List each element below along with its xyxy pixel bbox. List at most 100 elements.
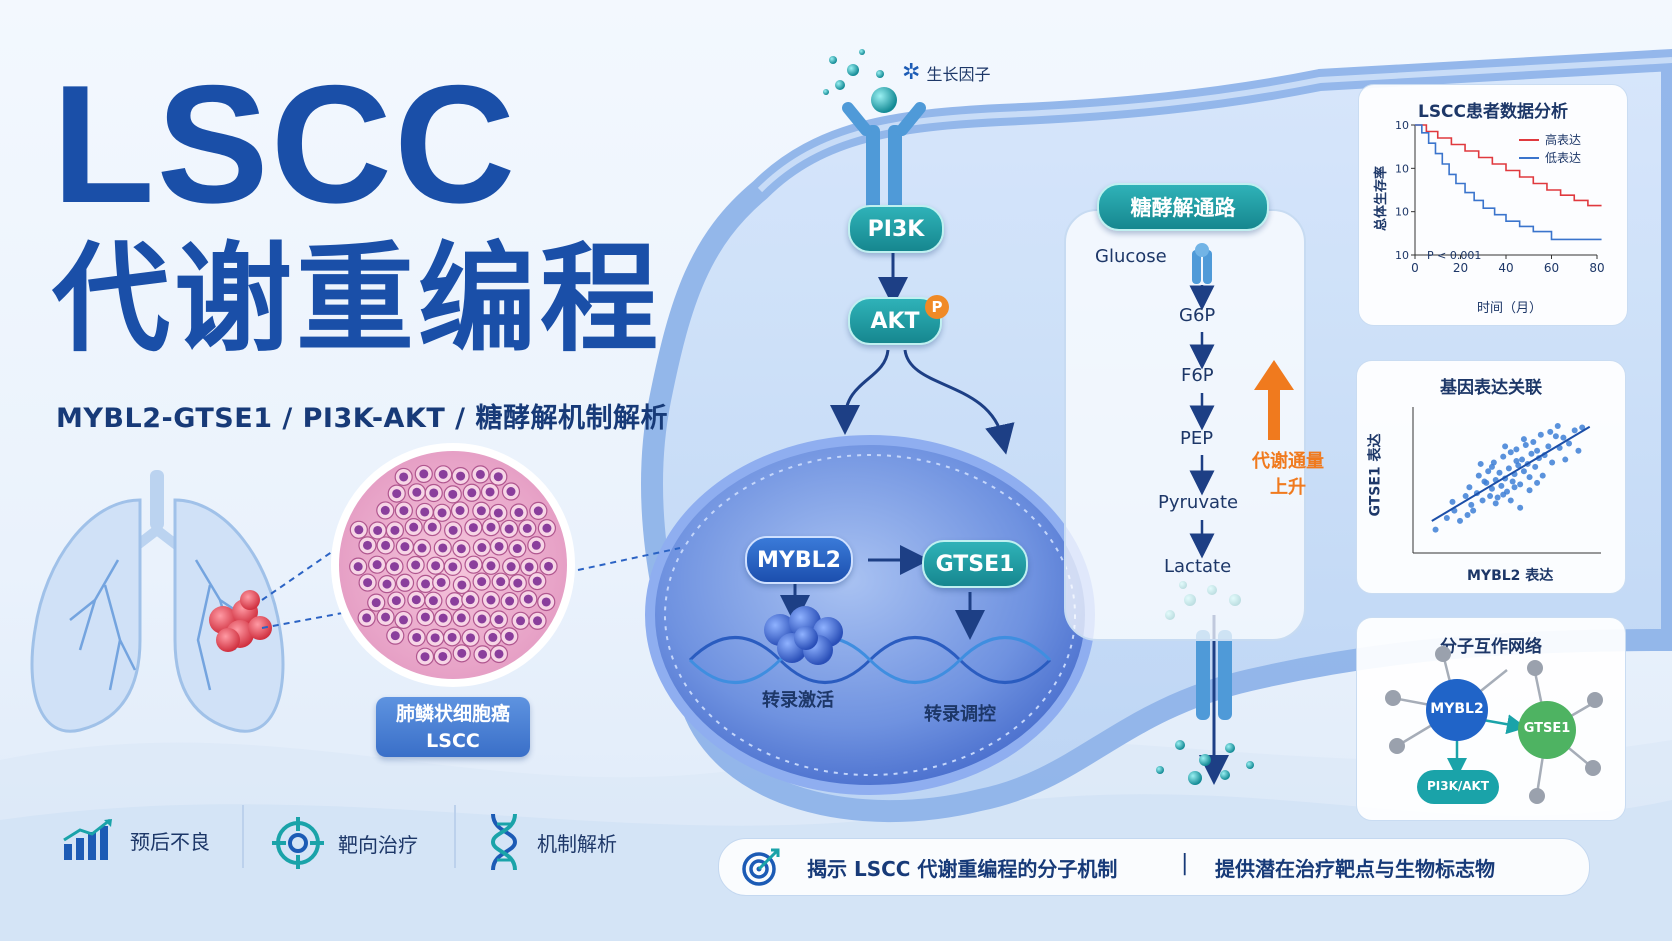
scatter-point: [1547, 428, 1554, 435]
scatter-point: [1468, 501, 1475, 508]
scatter-point: [1449, 498, 1456, 505]
tissue-cell-nucleus: [420, 612, 430, 622]
scatter-point: [1526, 487, 1533, 494]
tissue-cell-nucleus: [371, 598, 381, 608]
tissue-cell-nucleus: [465, 595, 475, 605]
tissue-cell-nucleus: [430, 633, 440, 643]
network-graph: [1385, 646, 1603, 804]
tissue-cell-nucleus: [469, 560, 479, 570]
tissue-cell-nucleus: [438, 543, 448, 553]
tissue-cell-nucleus: [391, 596, 401, 606]
survival-y-tick-label: 10: [1395, 249, 1409, 262]
tissue-cell-nucleus: [477, 577, 487, 587]
tissue-cell-nucleus: [456, 613, 466, 623]
tissue-cell-nucleus: [504, 631, 514, 641]
tissue-cell-nucleus: [438, 651, 448, 661]
tissue-cell-nucleus: [494, 615, 504, 625]
target-icon: [272, 817, 324, 869]
tissue-cell-nucleus: [436, 577, 446, 587]
scatter-point: [1507, 497, 1514, 504]
scatter-point: [1560, 434, 1567, 441]
banner-right-text: 提供潜在治疗靶点与生物标志物: [1215, 857, 1495, 881]
tissue-cell-nucleus: [409, 522, 419, 532]
protein-cluster: [764, 606, 843, 665]
survival-x-tick-label: 20: [1453, 261, 1468, 275]
dna-helix: [688, 636, 1052, 684]
scatter-point: [1488, 485, 1495, 492]
scatter-point: [1530, 439, 1537, 446]
gtse1-node: GTSE1: [922, 540, 1028, 588]
tissue-cell-nucleus: [488, 632, 498, 642]
scatter-point: [1517, 504, 1524, 511]
scatter-point: [1513, 458, 1520, 465]
tissue-cell-nucleus: [455, 505, 465, 515]
scatter-point: [1500, 491, 1507, 498]
tissue-cell-nucleus: [382, 579, 392, 589]
correlation-title: 基因表达关联: [1440, 378, 1542, 398]
network-label-pi3kakt: PI3K/AKT: [1426, 779, 1490, 793]
tissue-cell-nucleus: [437, 508, 447, 518]
survival-x-tick-label: 40: [1498, 261, 1513, 275]
scatter-point: [1537, 431, 1544, 438]
tissue-cell-nucleus: [466, 633, 476, 643]
survival-x-tick-label: 60: [1544, 261, 1559, 275]
glycolysis-step-g6p: G6P: [1179, 305, 1216, 326]
tissue-cell-nucleus: [429, 488, 439, 498]
tissue-cell-nucleus: [420, 652, 430, 662]
scatter-point: [1571, 427, 1578, 434]
transcription-activation-label: 转录激活: [762, 690, 834, 711]
summary-banner: 揭示 LSCC 代谢重编程的分子机制 | 提供潜在治疗靶点与生物标志物: [718, 838, 1590, 896]
scatter-point: [1534, 447, 1541, 454]
phospho-badge: P: [925, 295, 949, 319]
feature-targeted: 靶向治疗: [270, 815, 418, 871]
tissue-cell-nucleus: [524, 562, 534, 572]
scatter-point: [1507, 449, 1514, 456]
tissue-cell-nucleus: [438, 469, 448, 479]
tissue-cell-nucleus: [457, 648, 467, 658]
network-label-gtse1: GTSE1: [1523, 721, 1571, 736]
tissue-cell-nucleus: [412, 487, 422, 497]
correlation-ylabel: GTSE1 表达: [1367, 433, 1384, 517]
scatter-point: [1479, 497, 1486, 504]
survival-series-line: [1415, 124, 1602, 207]
tissue-cell-nucleus: [399, 615, 409, 625]
page-title: LSCC: [52, 50, 518, 238]
target-arrow-icon: [742, 848, 780, 886]
scatter-point: [1579, 424, 1586, 431]
tissue-cell-nucleus: [533, 506, 543, 516]
survival-legend-label: 低表达: [1545, 151, 1581, 165]
scatter-point: [1554, 422, 1561, 429]
tissue-cell-nucleus: [486, 522, 496, 532]
page-subtitle: 代谢重编程: [52, 230, 663, 368]
tissue-label-line2: LSCC: [426, 730, 480, 752]
survival-y-tick-label: 10: [1395, 206, 1409, 219]
tissue-cell-nucleus: [493, 508, 503, 518]
growth-factor-icon: ✲: [902, 60, 921, 85]
glycolysis-step-f6p: F6P: [1181, 365, 1214, 386]
tissue-cell-nucleus: [428, 596, 438, 606]
scatter-point: [1517, 481, 1524, 488]
histology-circle: [331, 443, 575, 687]
scatter-point: [1487, 493, 1494, 500]
tissue-cell-nucleus: [506, 562, 516, 572]
flux-label-line1: 代谢通量: [1252, 451, 1324, 472]
tissue-label-line1: 肺鳞状细胞癌: [395, 703, 510, 725]
scatter-point: [1522, 441, 1529, 448]
tissue-cell-nucleus: [486, 595, 496, 605]
glycolysis-step-glucose: Glucose: [1095, 246, 1167, 267]
tissue-cell-nucleus: [438, 613, 448, 623]
tissue-cell-nucleus: [447, 632, 457, 642]
scatter-point: [1494, 494, 1501, 501]
scatter-point: [1528, 450, 1535, 457]
survival-y-tick-label: 10: [1395, 162, 1409, 175]
tissue-cell-nucleus: [448, 525, 458, 535]
tissue-cell-nucleus: [420, 507, 430, 517]
tissue-cell-nucleus: [411, 595, 421, 605]
network-title: 分子互作网络: [1440, 637, 1542, 657]
tissue-cell-nucleus: [505, 596, 515, 606]
tissue-label: 肺鳞状细胞癌 LSCC: [376, 697, 530, 757]
tissue-cell-nucleus: [419, 469, 429, 479]
page-tagline: MYBL2-GTSE1 / PI3K-AKT / 糖酵解机制解析: [56, 403, 668, 434]
